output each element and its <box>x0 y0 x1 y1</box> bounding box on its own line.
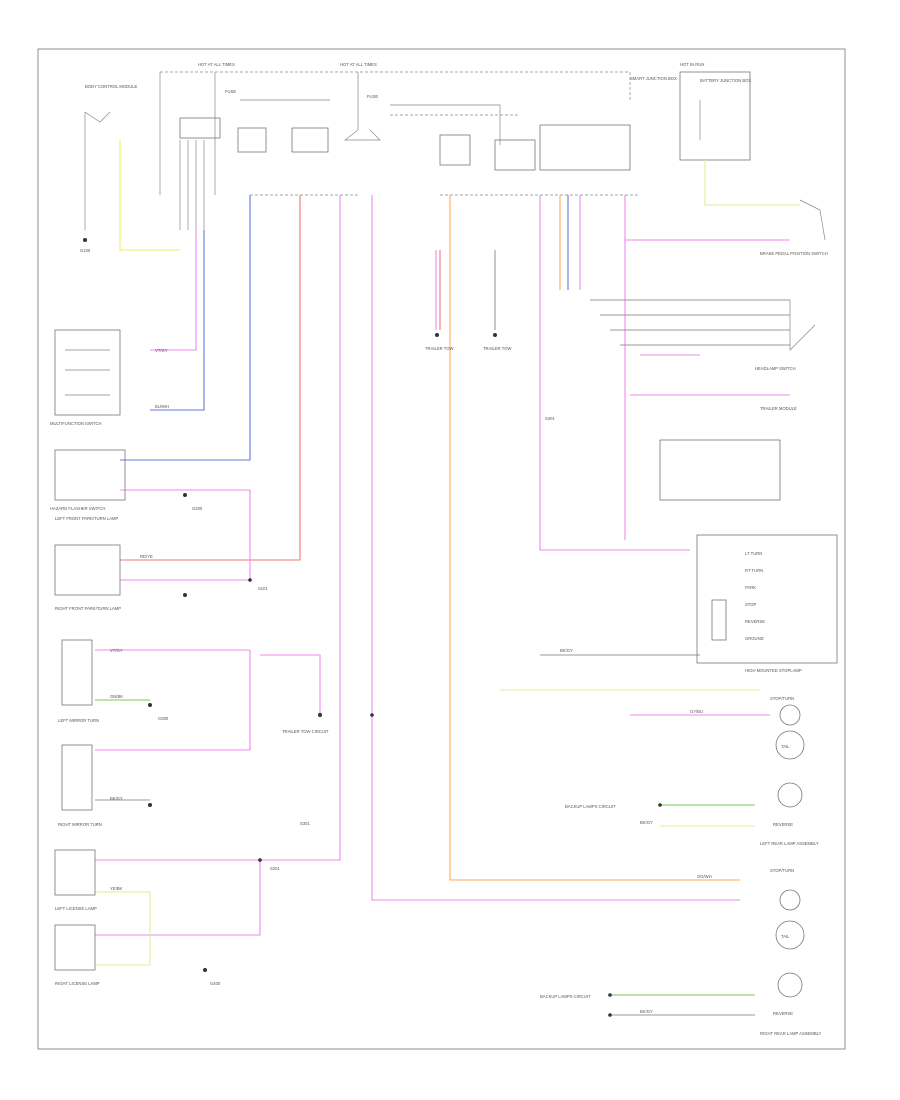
body-control-module-label: BODY CONTROL MODULE <box>85 84 138 89</box>
left-rear-lamp-label: LEFT REAR LAMP ASSEMBLY <box>760 841 819 846</box>
wire-bk-label-4: BK/GY <box>110 796 123 801</box>
legend-row-5: REVERSE <box>745 619 765 624</box>
headlamp-switch-label: HEADLAMP SWITCH <box>755 366 796 371</box>
high-mounted-stoplamp-label: HIGH MOUNTED STOPLAMP <box>745 668 802 673</box>
tail-r-label: TAIL <box>781 934 790 939</box>
brake-pedal-switch-label: BRAKE PEDAL POSITION SWITCH <box>760 251 828 256</box>
trailer-module-label: TRAILER MODULE <box>760 406 797 411</box>
splice-4-label: S401 <box>545 416 555 421</box>
wire-bk-label-1: BK/GY <box>560 648 573 653</box>
trailer-tow-connectors: TRAILER TOW TRAILER TOW <box>425 333 512 351</box>
right-mirror-turn: RIGHT MIRROR TURN <box>58 744 102 827</box>
right-license-lamp: RIGHT LICENSE LAMP <box>54 924 100 986</box>
left-front-park-lamp-label: LEFT FRONT PARK/TURN LAMP <box>55 516 118 521</box>
wire-gn-label: GN/BK <box>110 694 123 699</box>
hazard-flasher: HAZARD FLASHER SWITCH <box>50 449 126 511</box>
wire-vt-label-2: VT/GY <box>110 648 123 653</box>
wire-gy-label: GY/BU <box>690 709 703 714</box>
splice-2-label: S201 <box>270 866 280 871</box>
right-rear-lamp-label: RIGHT REAR LAMP ASSEMBLY <box>760 1031 822 1036</box>
stop-turn-r-label: STOP/TURN <box>770 868 794 873</box>
hot-at-all-times-label-1: HOT AT ALL TIMES <box>198 62 235 67</box>
backup-lamps-circuit-2: BACKUP LAMPS CIRCUIT <box>540 994 591 999</box>
trailer-tow-circuit-label: TRAILER TOW CIRCUIT <box>282 729 329 734</box>
wire-bk-label-2: BK/GY <box>640 1009 653 1014</box>
g400-label: G400 <box>210 981 221 986</box>
splice-1-label: S101 <box>258 586 268 591</box>
fuse-f1-label: FUSE <box>225 89 236 94</box>
fuse-f2-label: FUSE <box>367 94 378 99</box>
reverse-r-label: REVERSE <box>773 1011 793 1016</box>
reverse-l-label: REVERSE <box>773 822 793 827</box>
legend-row-1: LT TURN <box>745 551 762 556</box>
left-license-lamp-label: LEFT LICENSE LAMP <box>55 906 97 911</box>
left-mirror-turn-label: LEFT MIRROR TURN <box>58 718 99 723</box>
tail-l-label: TAIL <box>781 744 790 749</box>
smart-junction-box-label: SMART JUNCTION BOX <box>630 76 677 81</box>
battery-junction-box-label: BATTERY JUNCTION BOX <box>700 78 751 83</box>
left-grounds: G200 G300 G400 <box>148 493 221 986</box>
left-top-sensor: G100 <box>80 111 111 253</box>
diagram-frame <box>37 48 846 1050</box>
wire-traces <box>95 140 800 1016</box>
hot-at-all-times-label-2: HOT AT ALL TIMES <box>340 62 377 67</box>
wire-color-labels: VT/GY BU/WH RD/YE VT/GY GN/BK YE/BK OG/W… <box>110 348 712 1014</box>
backup-circuit-labels: BACKUP LAMPS CIRCUIT BACKUP LAMPS CIRCUI… <box>540 803 662 1017</box>
wire-og-label: OG/WH <box>697 874 712 879</box>
g100-label: G100 <box>80 248 91 253</box>
right-front-park-lamp-label: RIGHT FRONT PARK/TURN LAMP <box>55 606 121 611</box>
wire-bk-label-3: BK/GY <box>640 820 653 825</box>
top-labels: HOT AT ALL TIMES HOT AT ALL TIMES HOT IN… <box>85 62 751 99</box>
hmsl-legend: LT TURN RT TURN PARK STOP REVERSE GROUND <box>745 551 765 641</box>
multifunction-switch: MULTIFUNCTION SWITCH <box>50 329 121 426</box>
left-license-lamp: LEFT LICENSE LAMP <box>54 849 97 911</box>
bcm-connector-blocks <box>179 117 640 230</box>
right-rear-lamp: STOP/TURN TAIL REVERSE RIGHT REAR LAMP A… <box>760 868 822 1036</box>
splice-notes: S101 S201 TRAILER TOW CIRCUIT S301 S401 <box>248 416 555 871</box>
stop-turn-l-label: STOP/TURN <box>770 696 794 701</box>
trailer-tow-label-2: TRAILER TOW <box>483 346 512 351</box>
g200-label: G200 <box>192 506 203 511</box>
legend-row-4: STOP <box>745 602 757 607</box>
left-front-park-lamp: LEFT FRONT PARK/TURN LAMP RIGHT FRONT PA… <box>54 516 121 611</box>
hot-in-run-label: HOT IN RUN <box>680 62 704 67</box>
high-mounted-stoplamp: HIGH MOUNTED STOPLAMP <box>696 534 838 673</box>
legend-row-6: GROUND <box>745 636 764 641</box>
left-mirror-turn: LEFT MIRROR TURN <box>58 639 99 723</box>
trailer-tow-label-1: TRAILER TOW <box>425 346 454 351</box>
wire-rd-label: RD/YE <box>140 554 153 559</box>
wire-vt-label-1: VT/GY <box>155 348 168 353</box>
trailer-module: TRAILER MODULE <box>659 406 797 501</box>
headlamp-switch: HEADLAMP SWITCH <box>755 300 816 371</box>
legend-row-2: RT TURN <box>745 568 763 573</box>
hazard-flasher-label: HAZARD FLASHER SWITCH <box>50 506 105 511</box>
wire-bu-label: BU/WH <box>155 404 169 409</box>
g300-label: G300 <box>158 716 169 721</box>
right-license-lamp-label: RIGHT LICENSE LAMP <box>55 981 100 986</box>
right-mirror-turn-label: RIGHT MIRROR TURN <box>58 822 102 827</box>
left-rear-lamp: STOP/TURN TAIL REVERSE LEFT REAR LAMP AS… <box>760 696 819 846</box>
brake-pedal-switch: BRAKE PEDAL POSITION SWITCH <box>760 199 828 256</box>
splice-3-label: S301 <box>300 821 310 826</box>
multifunction-switch-label: MULTIFUNCTION SWITCH <box>50 421 102 426</box>
wire-ye-label: YE/BK <box>110 886 123 891</box>
legend-row-3: PARK <box>745 585 756 590</box>
power-supply-lines <box>159 71 751 195</box>
backup-lamps-circuit-1: BACKUP LAMPS CIRCUIT <box>565 804 616 809</box>
